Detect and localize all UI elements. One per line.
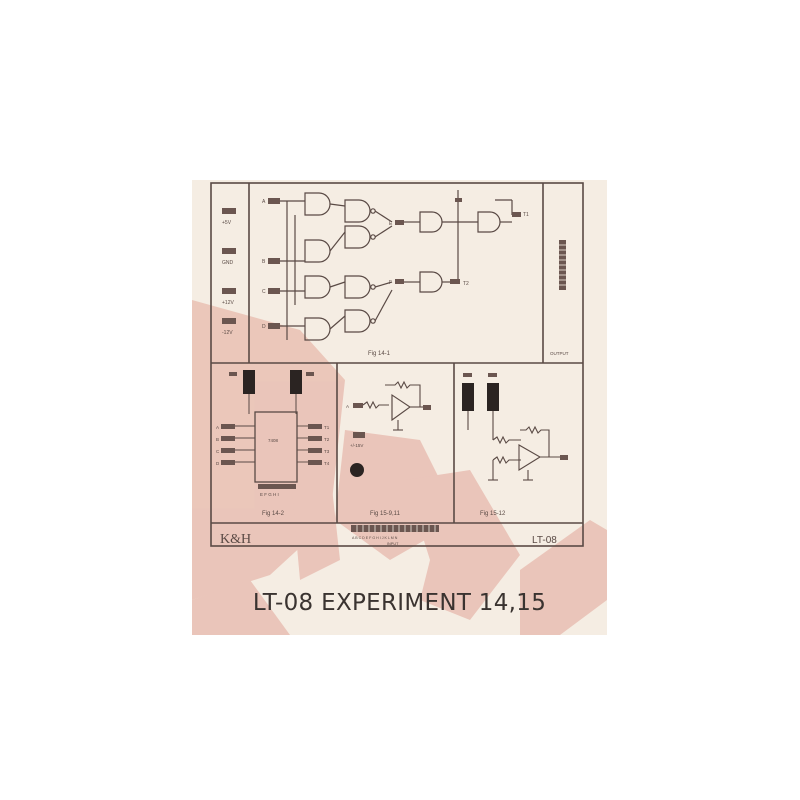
panel-frame: [210, 182, 584, 547]
output-label-t1: T1: [523, 212, 529, 218]
ic-left-d: D: [216, 461, 220, 466]
fig-14-2-label: Fig 14-2: [262, 511, 285, 517]
fig-15-12-panel: Fig 15-12: [462, 373, 568, 517]
input-header-label: INPUT: [387, 542, 399, 546]
input-label-d: D: [262, 324, 266, 330]
opamp-input-label: A: [346, 404, 349, 409]
input-label-a: A: [262, 199, 266, 205]
input-label-b: B: [262, 259, 266, 265]
fig-14-2-ic-panel: 7408 A B C D T1 T2 T3 T4 E F G H I Fig 1…: [216, 370, 330, 517]
ic-left-c: C: [216, 449, 220, 454]
ic-left-a: A: [216, 425, 219, 430]
ic-right-t2: T2: [324, 437, 330, 442]
fig-14-1-labels: A B C D E F T1 T2: [262, 199, 529, 330]
fig-15-12-label: Fig 15-12: [480, 511, 506, 517]
output-label-t2: T2: [463, 281, 469, 287]
model-label: LT-08: [532, 535, 557, 546]
toggle-switch-right: [290, 370, 302, 394]
toggle-switch-left: [243, 370, 255, 394]
ic-label: 7408: [268, 438, 279, 443]
ic-chip: [254, 411, 298, 483]
output-label-e: E: [389, 221, 393, 227]
ic-right-t4: T4: [324, 461, 330, 466]
fig-15-9-11-label: Fig 15-9,11: [370, 511, 401, 517]
ic-left-b: B: [216, 437, 219, 442]
toggle-switch-b: [487, 383, 499, 411]
supply-label-3: +12V: [222, 300, 234, 306]
opamp-supply-label: +/-15V: [350, 443, 363, 448]
fig-14-1-label: Fig 14-1: [368, 351, 391, 357]
fig-15-9-11-opamp-panel: [350, 380, 431, 477]
ic-bottom-pins: E F G H I: [260, 492, 279, 497]
input-header: [351, 525, 439, 532]
fig-14-1-logic-circuit: [268, 190, 521, 341]
output-header: OUTPUT: [550, 240, 569, 356]
supply-terminals: +5V GND +12V -12V: [222, 208, 236, 336]
caption: LT-08 EXPERIMENT 14,15: [252, 590, 547, 616]
toggle-switch-a: [462, 383, 474, 411]
input-label-c: C: [262, 289, 266, 295]
ic-right-t1: T1: [324, 425, 330, 430]
input-header-pins: A B C D E F G H I J K L M N: [352, 536, 398, 540]
output-header-label: OUTPUT: [550, 351, 569, 356]
supply-label-1: +5V: [222, 220, 232, 226]
brand-label: K&H: [220, 532, 251, 547]
supply-label-4: -12V: [222, 330, 233, 336]
potentiometer-knob: [350, 463, 364, 477]
bottom-strip: K&H A B C D E F G H I J K L M N INPUT LT…: [220, 525, 557, 547]
supply-label-2: GND: [222, 260, 234, 266]
ic-right-t3: T3: [324, 449, 330, 454]
output-label-f: F: [389, 280, 392, 286]
